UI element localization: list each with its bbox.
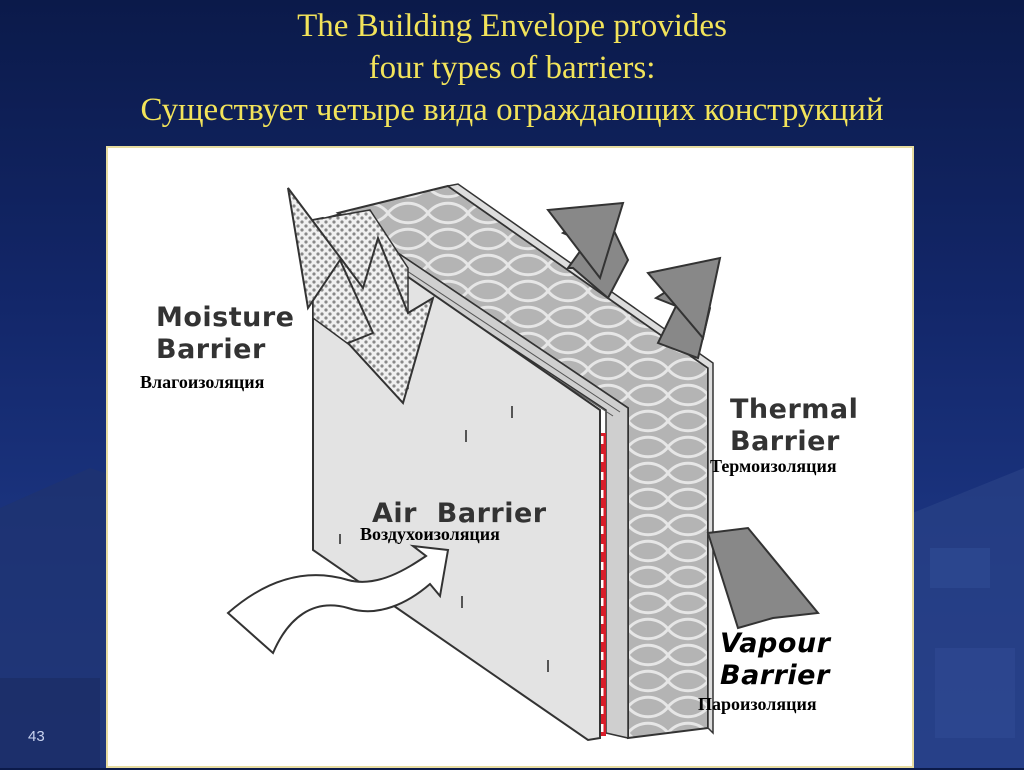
heat-arrow-1-tip [546, 201, 625, 281]
vapour-arrow [706, 526, 820, 630]
air-arrow [226, 544, 450, 655]
framing-layer [316, 213, 629, 739]
slide-number: 43 [28, 728, 45, 745]
air-barrier-label: Air Barrier [372, 498, 547, 529]
sheathing-layer [446, 183, 714, 735]
title-line-3: Существует четыре вида ограждающих конст… [140, 92, 884, 128]
wall-section-diagram [226, 183, 820, 742]
moisture-barrier-label-ru: Влагоизоляция [140, 372, 265, 392]
thermal-barrier-label-ru: Термоизоляция [710, 456, 837, 476]
moisture-arrow [287, 187, 435, 405]
diagram-panel: Moisture Barrier Влагоизоляция Thermal B… [106, 146, 914, 768]
vapour-barrier-label: Vapour Barrier [720, 628, 831, 691]
vapour-barrier-label-ru: Пароизоляция [698, 694, 817, 714]
title-line-2: four types of barriers: [368, 50, 656, 86]
heat-arrow-2-tip [646, 256, 722, 341]
thermal-barrier-label: Thermal Barrier [730, 394, 859, 457]
air-barrier-label-ru: Воздухоизоляция [360, 524, 500, 544]
moisture-barrier-label: Moisture Barrier [156, 302, 295, 365]
title-line-1: The Building Envelope provides [297, 8, 727, 44]
